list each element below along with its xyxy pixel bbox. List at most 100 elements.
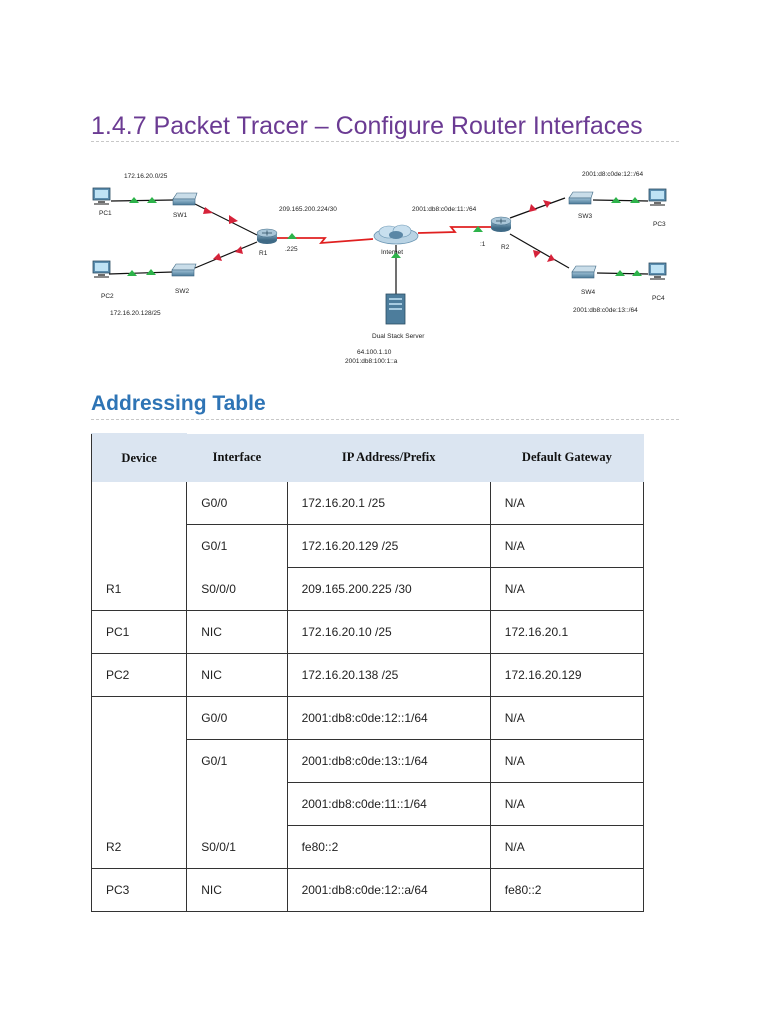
- cell-gateway: N/A: [489, 696, 645, 740]
- cell-device: R1: [90, 567, 187, 611]
- table-row: G0/0 172.16.20.1 /25 N/A: [90, 482, 645, 525]
- cell-device: [90, 696, 187, 740]
- network-label-r1-wan: 209.165.200.224/30: [279, 206, 337, 213]
- header-default-gateway: Default Gateway: [489, 433, 645, 482]
- server-ipv4-label: 64.100.1.10: [357, 349, 392, 356]
- r1-icon: [256, 228, 278, 244]
- cell-gateway: N/A: [489, 567, 645, 611]
- cell-device: [90, 782, 187, 826]
- pc2-icon: [92, 260, 111, 278]
- pc1-icon: [92, 187, 111, 205]
- network-label-r2-wan: 2001:db8:c0de:11::/64: [412, 206, 477, 213]
- cell-ip: 172.16.20.129 /25: [286, 524, 491, 568]
- cell-device: [90, 482, 187, 525]
- section-heading: Addressing Table: [91, 392, 266, 415]
- device-label-sw2: SW2: [175, 288, 189, 295]
- cell-device: R2: [90, 825, 187, 869]
- page-title: 1.4.7 Packet Tracer – Configure Router I…: [91, 112, 643, 140]
- cell-interface: S0/0/1: [186, 825, 288, 869]
- cell-ip: 2001:db8:c0de:13::1/64: [286, 739, 491, 783]
- table-header-row: Device Interface IP Address/Prefix Defau…: [90, 433, 645, 482]
- cell-interface: NIC: [186, 653, 288, 697]
- pc3-icon: [648, 188, 667, 206]
- cell-gateway: fe80::2: [489, 868, 645, 912]
- table-row: G0/1 2001:db8:c0de:13::1/64 N/A: [90, 739, 645, 783]
- heading-divider: [91, 419, 679, 420]
- device-label-sw3: SW3: [578, 213, 592, 220]
- link-r2-sw4: [509, 233, 570, 269]
- interface-label-r1-serial: .225: [285, 246, 298, 253]
- cell-ip: 2001:db8:c0de:12::1/64: [286, 696, 491, 740]
- link-internet-r2: [417, 226, 495, 234]
- cell-interface: G0/0: [186, 696, 288, 740]
- link-status-arrows: [127, 197, 642, 276]
- device-label-r1: R1: [259, 250, 268, 257]
- device-label-sw1: SW1: [173, 212, 187, 219]
- cell-device: PC3: [90, 868, 187, 912]
- device-label-server: Dual Stack Server: [372, 333, 425, 340]
- header-interface: Interface: [186, 433, 288, 482]
- header-ip-address: IP Address/Prefix: [286, 433, 491, 482]
- r2-icon: [490, 216, 512, 232]
- internet-cloud-icon: [373, 224, 419, 245]
- table-row: PC2 NIC 172.16.20.138 /25 172.16.20.129: [90, 653, 645, 697]
- cell-gateway: N/A: [489, 739, 645, 783]
- sw2-icon: [171, 263, 197, 277]
- cell-gateway: N/A: [489, 782, 645, 826]
- device-label-internet: Internet: [381, 249, 403, 256]
- wan-links: [275, 226, 495, 245]
- cell-gateway: 172.16.20.129: [489, 653, 645, 697]
- cell-interface: NIC: [186, 868, 288, 912]
- table-row: G0/0 2001:db8:c0de:12::1/64 N/A: [90, 696, 645, 740]
- cell-interface: S0/0/0: [186, 567, 288, 611]
- cell-ip: fe80::2: [286, 825, 491, 869]
- server-icon: [385, 293, 406, 325]
- device-label-pc3: PC3: [653, 221, 666, 228]
- cell-ip: 172.16.20.138 /25: [286, 653, 491, 697]
- lan-links: [108, 197, 649, 295]
- up-arrow-icons: [127, 197, 642, 276]
- link-sw3-pc3: [592, 199, 649, 202]
- table-row: 2001:db8:c0de:11::1/64 N/A: [90, 782, 645, 826]
- table-row: PC1 NIC 172.16.20.10 /25 172.16.20.1: [90, 610, 645, 654]
- network-topology-diagram: 172.16.20.0/25 172.16.20.128/25 209.165.…: [92, 171, 667, 365]
- cell-interface: G0/0: [186, 482, 288, 525]
- server-ipv6-label: 2001:db8:100:1::a: [345, 358, 398, 365]
- cell-interface: [186, 782, 288, 826]
- device-label-pc4: PC4: [652, 295, 665, 302]
- link-pc2-sw2: [108, 271, 174, 275]
- cell-ip: 172.16.20.10 /25: [286, 610, 491, 654]
- sw3-icon: [568, 191, 594, 205]
- cell-gateway: N/A: [489, 825, 645, 869]
- table-row: PC3 NIC 2001:db8:c0de:12::a/64 fe80::2: [90, 868, 645, 912]
- cell-ip: 172.16.20.1 /25: [286, 482, 491, 525]
- link-r1-internet: [275, 237, 374, 245]
- header-device: Device: [90, 433, 187, 482]
- cell-device: [90, 524, 187, 568]
- pc4-icon: [648, 262, 667, 280]
- cell-ip: 2001:db8:c0de:11::1/64: [286, 782, 491, 826]
- cell-ip: 209.165.200.225 /30: [286, 567, 491, 611]
- cell-device: PC1: [90, 610, 187, 654]
- cell-interface: G0/1: [186, 524, 288, 568]
- link-sw1-r1: [194, 203, 258, 236]
- cell-device: PC2: [90, 653, 187, 697]
- cell-interface: NIC: [186, 610, 288, 654]
- sw4-icon: [571, 265, 597, 279]
- device-label-pc2: PC2: [101, 293, 114, 300]
- network-label-pc4-lan: 2001:db8:c0de:13::/64: [573, 307, 638, 314]
- cell-gateway: N/A: [489, 482, 645, 525]
- cell-gateway: N/A: [489, 524, 645, 568]
- down-arrow-icons: [203, 200, 555, 262]
- network-label-pc3-lan: 2001:d8:c0de:12::/64: [582, 171, 643, 178]
- cell-ip: 2001:db8:c0de:12::a/64: [286, 868, 491, 912]
- interface-label-r2-serial: :1: [480, 241, 486, 248]
- table-row: G0/1 172.16.20.129 /25 N/A: [90, 524, 645, 568]
- table-row: R2 S0/0/1 fe80::2 N/A: [90, 825, 645, 869]
- cell-interface: G0/1: [186, 739, 288, 783]
- network-label-pc1-lan: 172.16.20.0/25: [124, 173, 168, 180]
- cell-gateway: 172.16.20.1: [489, 610, 645, 654]
- sw1-icon: [172, 192, 198, 206]
- device-label-pc1: PC1: [99, 210, 112, 217]
- table-row: R1 S0/0/0 209.165.200.225 /30 N/A: [90, 567, 645, 611]
